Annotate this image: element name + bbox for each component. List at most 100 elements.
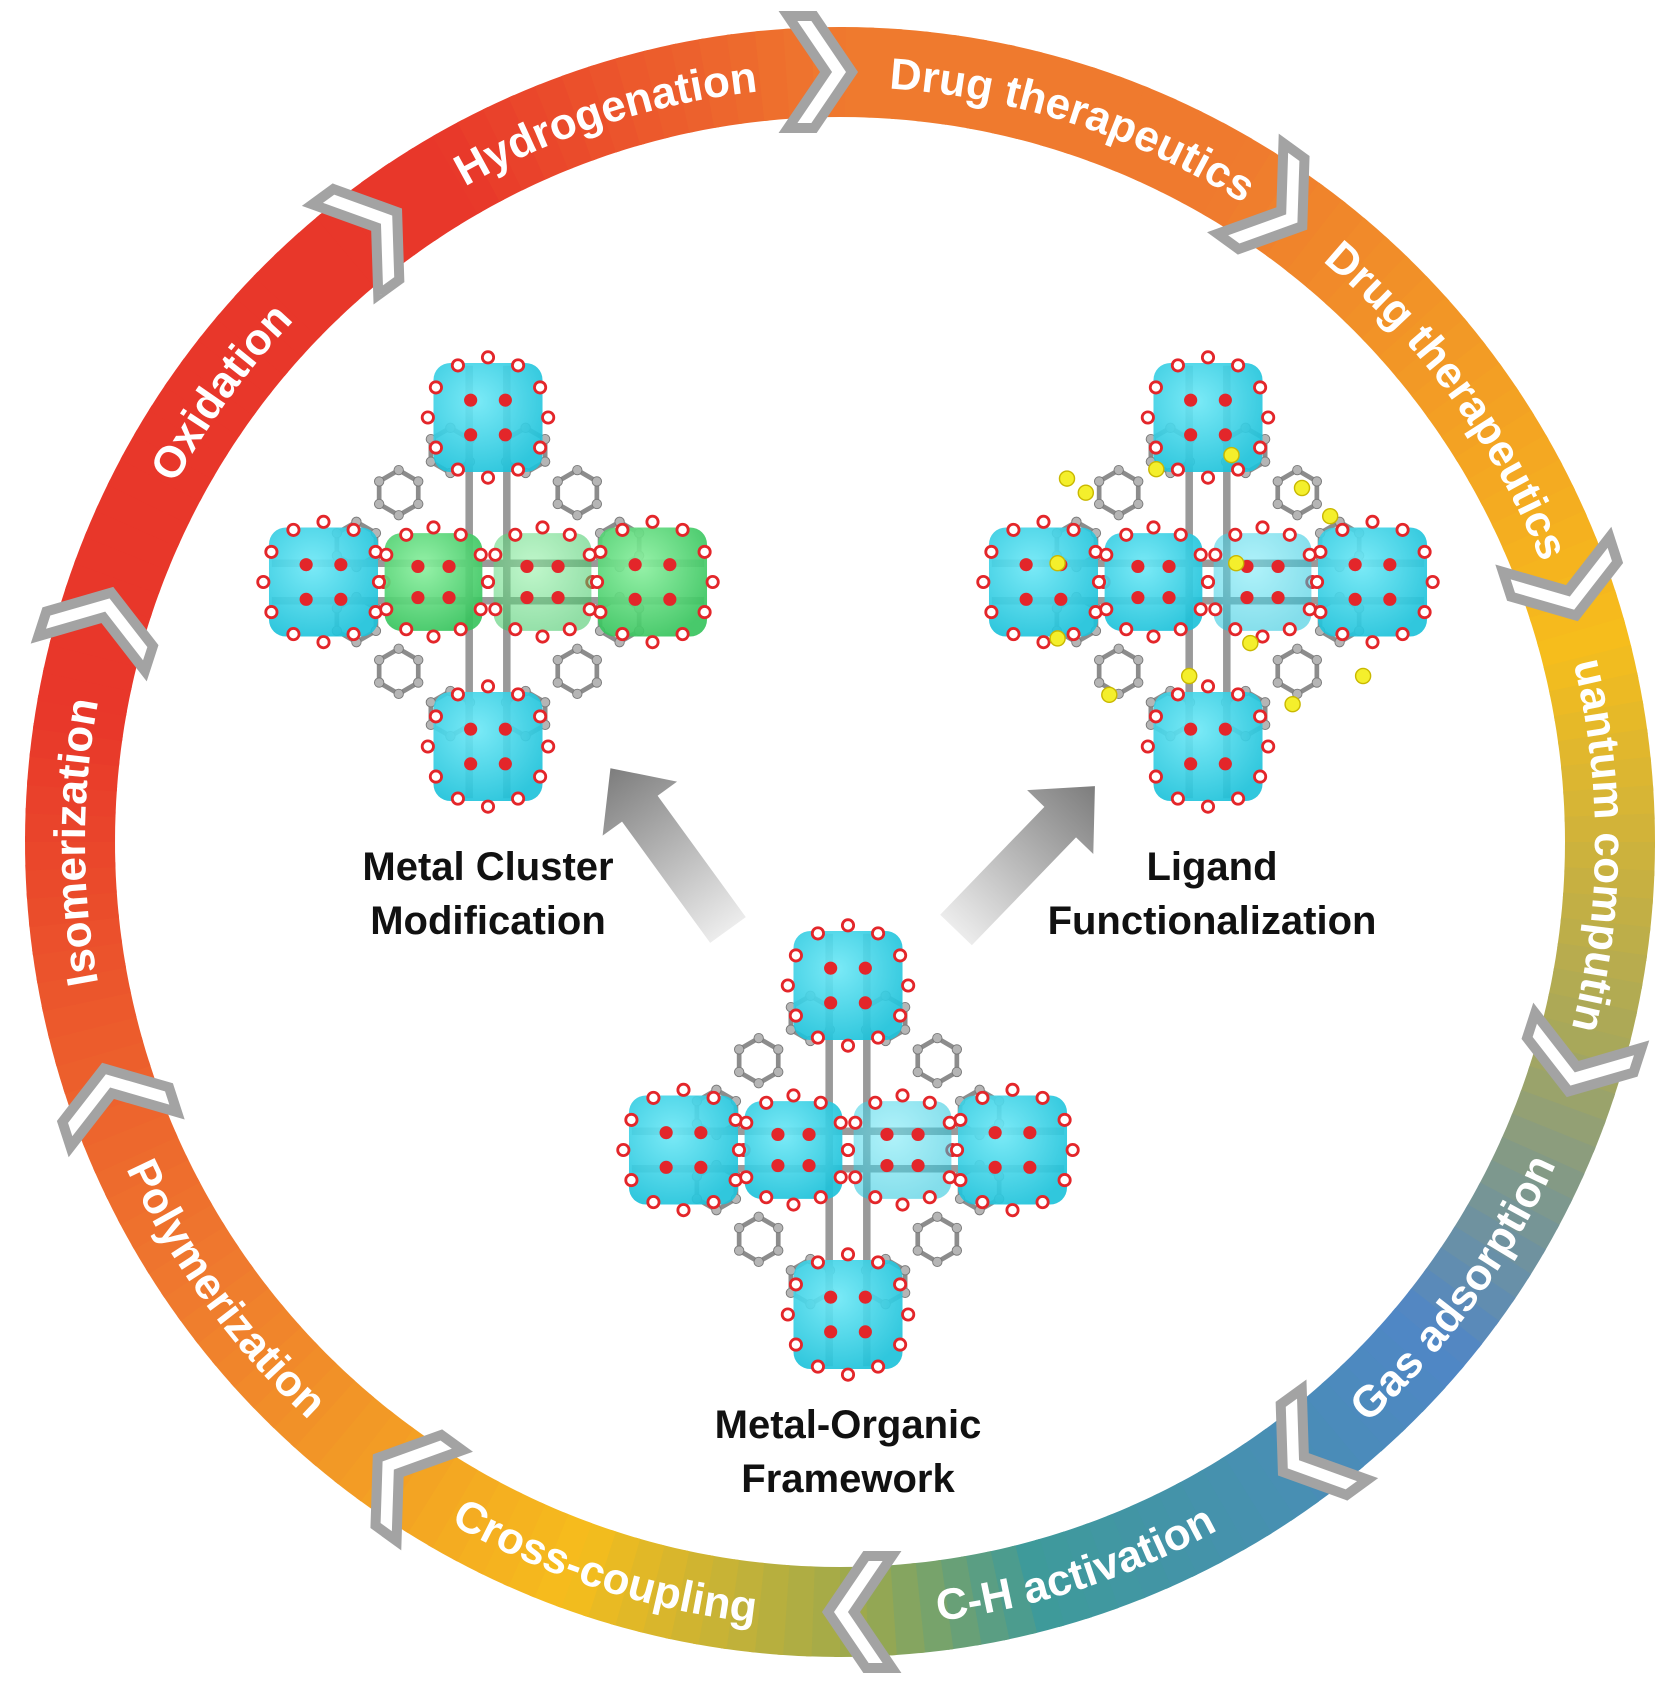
ring-band-piece	[1375, 1308, 1465, 1392]
ring-band-piece	[1302, 1380, 1386, 1470]
ring-band-piece	[161, 1243, 254, 1322]
ring-band-piece	[1502, 510, 1598, 576]
ring-chevrons	[30, 11, 1650, 1673]
metal-cluster-node	[793, 930, 903, 1041]
functional-group-atom	[1049, 554, 1066, 572]
ring-band-piece	[1321, 1363, 1407, 1452]
ring-band-piece	[273, 232, 359, 321]
ligand-label-line2: Functionalization	[1048, 899, 1377, 943]
mof-label-line2: Framework	[741, 1457, 955, 1501]
ring-band-piece	[403, 1454, 478, 1548]
functional-group-atom	[1049, 630, 1066, 647]
linker-ring	[736, 1035, 781, 1086]
ring-band-piece	[32, 694, 127, 742]
ring-band-piece	[1542, 992, 1638, 1045]
linker-ring	[555, 646, 600, 697]
ring-band-piece	[47, 1012, 144, 1067]
metal-cluster-label-line1: Metal Cluster	[362, 845, 613, 889]
metal-cluster-node	[744, 1101, 843, 1199]
ring-band-piece	[25, 836, 116, 871]
ring-band-piece	[194, 1284, 285, 1366]
ring-band-piece	[1561, 756, 1654, 797]
ring-band-piece	[1564, 813, 1656, 848]
ring-band-piece	[965, 39, 1016, 134]
metal-cluster-node	[628, 1095, 739, 1205]
ring-band-piece	[692, 1555, 740, 1650]
ring-band-piece	[1286, 199, 1369, 290]
ring-band-piece	[294, 214, 378, 304]
ring-band-piece	[1219, 1443, 1296, 1537]
linker-ring	[736, 1214, 781, 1265]
ring-band-piece	[1510, 1089, 1606, 1153]
metal-cluster-node	[988, 527, 1099, 637]
ring-band-piece	[1477, 1159, 1573, 1230]
ring-band-piece	[503, 1502, 569, 1598]
metal-cluster-node	[433, 362, 543, 473]
ring-band-piece	[1543, 644, 1639, 697]
ring-band-piece	[1180, 122, 1253, 217]
ring-band-piece	[1083, 1514, 1146, 1610]
ring-chevron	[778, 11, 859, 133]
metal-cluster-node	[268, 527, 379, 637]
ring-band-piece	[1491, 484, 1587, 552]
ring-chevron	[1521, 1002, 1650, 1098]
ring-band-piece	[1553, 942, 1648, 990]
ring-band-piece	[120, 429, 215, 502]
ring-band-piece	[1426, 362, 1519, 441]
linker-ring	[1096, 467, 1141, 518]
ring-chevron	[1207, 133, 1310, 255]
ring-band-piece	[1153, 1482, 1223, 1577]
metal-cluster-node	[597, 527, 708, 637]
ring-label-1: Drug therapeutics	[1316, 232, 1578, 567]
ring-band-piece	[148, 381, 242, 458]
ring-band-piece	[26, 887, 119, 928]
ring-chevron	[301, 183, 405, 305]
functional-group-atom	[1293, 479, 1311, 497]
ring-band-piece	[1175, 1469, 1248, 1565]
ring-band-piece	[1343, 255, 1431, 343]
ring-band-piece	[234, 271, 323, 357]
ring-band-piece	[1564, 842, 1655, 877]
functional-group-atom	[1227, 554, 1245, 572]
functional-group-atom	[1180, 667, 1198, 685]
ligand-structure	[976, 350, 1440, 814]
ring-band-piece	[131, 1200, 226, 1274]
ring-band-piece	[253, 251, 341, 339]
ring-band-piece	[588, 57, 646, 153]
ring-band-piece	[534, 74, 597, 170]
ring-band-piece	[180, 335, 272, 416]
ring-band-piece	[1361, 275, 1450, 361]
ring-band-piece	[885, 1563, 926, 1656]
ring-band-piece	[269, 1359, 355, 1448]
ring-band-piece	[117, 1177, 213, 1250]
ring-band-piece	[1465, 1182, 1560, 1255]
ring-band-piece	[42, 639, 138, 692]
ring-band-piece	[1157, 109, 1228, 205]
ring-band-piece	[1306, 217, 1390, 307]
ring-label-6: Polymerization	[117, 1152, 336, 1428]
arrow-to-metal-cluster	[602, 768, 746, 943]
ring-band-piece	[1548, 967, 1643, 1018]
linker-ring	[1275, 646, 1320, 697]
ring-band-piece	[37, 666, 132, 717]
ring-label-2: Quantum computing	[0, 0, 1634, 1037]
ring-band-piece	[1064, 66, 1125, 163]
functional-group-atom	[1101, 686, 1118, 704]
ring-band-piece	[82, 1108, 178, 1174]
ring-band-piece	[134, 405, 228, 480]
ring-band-piece	[427, 1467, 500, 1562]
ring-band-piece	[105, 1155, 200, 1225]
ring-band-piece	[230, 1323, 319, 1409]
ring-band-piece	[940, 34, 988, 129]
ring-band-piece	[1039, 58, 1098, 155]
ring-chevron	[821, 1551, 902, 1673]
ring-band-piece	[311, 1394, 394, 1485]
ring-band-piece	[452, 1479, 523, 1575]
ring-band-piece	[1500, 1113, 1596, 1179]
linker-ring	[915, 1035, 960, 1086]
functional-group-atom	[1223, 446, 1240, 464]
linker-ring	[1096, 646, 1141, 697]
functional-group-atom	[1077, 484, 1095, 501]
ring-band-piece	[249, 1341, 337, 1429]
